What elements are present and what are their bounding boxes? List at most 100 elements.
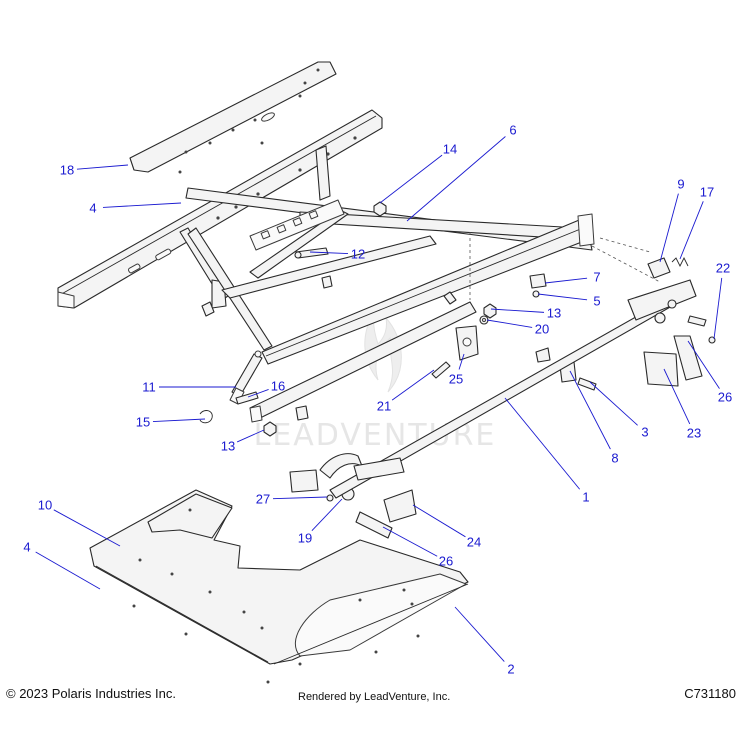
- callout-leader-line: [236, 429, 265, 443]
- callout-leader-line: [486, 319, 533, 328]
- callout-leader-line: [53, 509, 121, 547]
- callout-leader-line: [454, 606, 505, 662]
- callout-leader-line: [679, 201, 704, 260]
- callout-leader-line: [406, 136, 506, 222]
- callout-number: 5: [593, 294, 600, 309]
- callout-19: 19: [298, 498, 343, 546]
- callout-leader-line: [569, 370, 611, 450]
- callout-number: 11: [142, 380, 156, 395]
- callout-number: 17: [700, 185, 714, 200]
- callout-leader-line: [458, 353, 465, 370]
- callout-number: 25: [449, 372, 463, 387]
- callout-12: 12: [309, 247, 365, 262]
- callout-21: 21: [377, 369, 435, 414]
- callout-number: 2: [507, 662, 514, 677]
- callout-layer: 1234456789101112131314151617181920212223…: [23, 123, 732, 677]
- callout-leader-line: [102, 202, 182, 208]
- callout-number: 9: [677, 177, 684, 192]
- watermark-flame-icon: [364, 309, 402, 393]
- callout-6: 6: [406, 123, 517, 222]
- callout-13: 13: [490, 306, 561, 321]
- callout-number: 12: [351, 247, 365, 262]
- callout-4: 4: [23, 540, 101, 590]
- callout-16: 16: [247, 379, 285, 398]
- callout-2: 2: [454, 606, 515, 677]
- callout-leader-line: [490, 308, 545, 313]
- callout-number: 8: [611, 451, 618, 466]
- callout-number: 16: [271, 379, 285, 394]
- callout-number: 26: [439, 554, 453, 569]
- callout-26: 26: [382, 526, 453, 569]
- callout-leader-line: [311, 498, 343, 532]
- callout-number: 6: [509, 123, 516, 138]
- callout-18: 18: [60, 163, 129, 178]
- callout-leader-line: [537, 293, 588, 301]
- callout-9: 9: [659, 177, 685, 263]
- callout-number: 10: [38, 498, 52, 513]
- callout-leader-line: [687, 340, 720, 389]
- callout-leader-line: [663, 368, 691, 425]
- gas-strut: [229, 350, 263, 405]
- callout-5: 5: [537, 293, 601, 309]
- callout-4: 4: [89, 201, 182, 216]
- callout-number: 24: [467, 535, 481, 550]
- callout-number: 14: [443, 142, 457, 157]
- callout-leader-line: [391, 369, 435, 401]
- rendered-by-text: Rendered by LeadVenture, Inc.: [298, 691, 451, 703]
- callout-15: 15: [136, 415, 206, 430]
- callout-17: 17: [679, 185, 714, 260]
- callout-8: 8: [569, 370, 619, 466]
- callout-number: 22: [716, 261, 730, 276]
- callout-number: 13: [221, 439, 235, 454]
- callout-24: 24: [412, 504, 481, 550]
- callout-number: 4: [23, 540, 30, 555]
- callout-leader-line: [382, 526, 438, 557]
- callout-number: 21: [377, 399, 391, 414]
- panel-upper: [129, 61, 337, 174]
- callout-leader-line: [76, 164, 129, 170]
- callout-3: 3: [589, 381, 649, 440]
- callout-27: 27: [256, 492, 328, 507]
- callout-number: 4: [89, 201, 96, 216]
- callout-number: 20: [535, 322, 549, 337]
- callout-13: 13: [221, 429, 265, 454]
- callout-leader-line: [35, 551, 101, 590]
- callout-number: 15: [136, 415, 150, 430]
- callout-23: 23: [663, 368, 701, 441]
- linkage-rod: [319, 279, 697, 499]
- callout-20: 20: [486, 319, 549, 337]
- callout-1: 1: [504, 397, 590, 505]
- callout-26: 26: [687, 340, 732, 405]
- callout-leader-line: [504, 397, 581, 490]
- copyright-text: © 2023 Polaris Industries Inc.: [6, 686, 176, 701]
- skid-panel: [89, 489, 469, 684]
- callout-number: 23: [687, 426, 701, 441]
- callout-number: 1: [582, 490, 589, 505]
- callout-7: 7: [544, 270, 601, 285]
- callout-number: 7: [593, 270, 600, 285]
- callout-leader-line: [152, 418, 206, 422]
- callout-11: 11: [142, 380, 236, 395]
- callout-leader-line: [412, 504, 466, 538]
- callout-leader-line: [379, 154, 443, 204]
- callout-number: 27: [256, 492, 270, 507]
- callout-number: 13: [547, 306, 561, 321]
- callout-leader-line: [247, 389, 269, 398]
- callout-leader-line: [659, 193, 679, 263]
- callout-leader-line: [713, 277, 723, 340]
- cab-frame: [57, 109, 661, 423]
- callout-number: 26: [718, 390, 732, 405]
- callout-leader-line: [272, 496, 328, 500]
- callout-14: 14: [379, 142, 457, 204]
- hardware: [199, 201, 716, 539]
- callout-number: 3: [641, 425, 648, 440]
- callout-10: 10: [38, 498, 121, 547]
- callout-25: 25: [449, 353, 465, 387]
- callout-leader-line: [589, 381, 638, 426]
- diagram-code: C731180: [684, 686, 736, 701]
- callout-number: 18: [60, 163, 74, 178]
- callout-leader-line: [544, 277, 588, 284]
- callout-22: 22: [713, 261, 730, 340]
- callout-number: 19: [298, 531, 312, 546]
